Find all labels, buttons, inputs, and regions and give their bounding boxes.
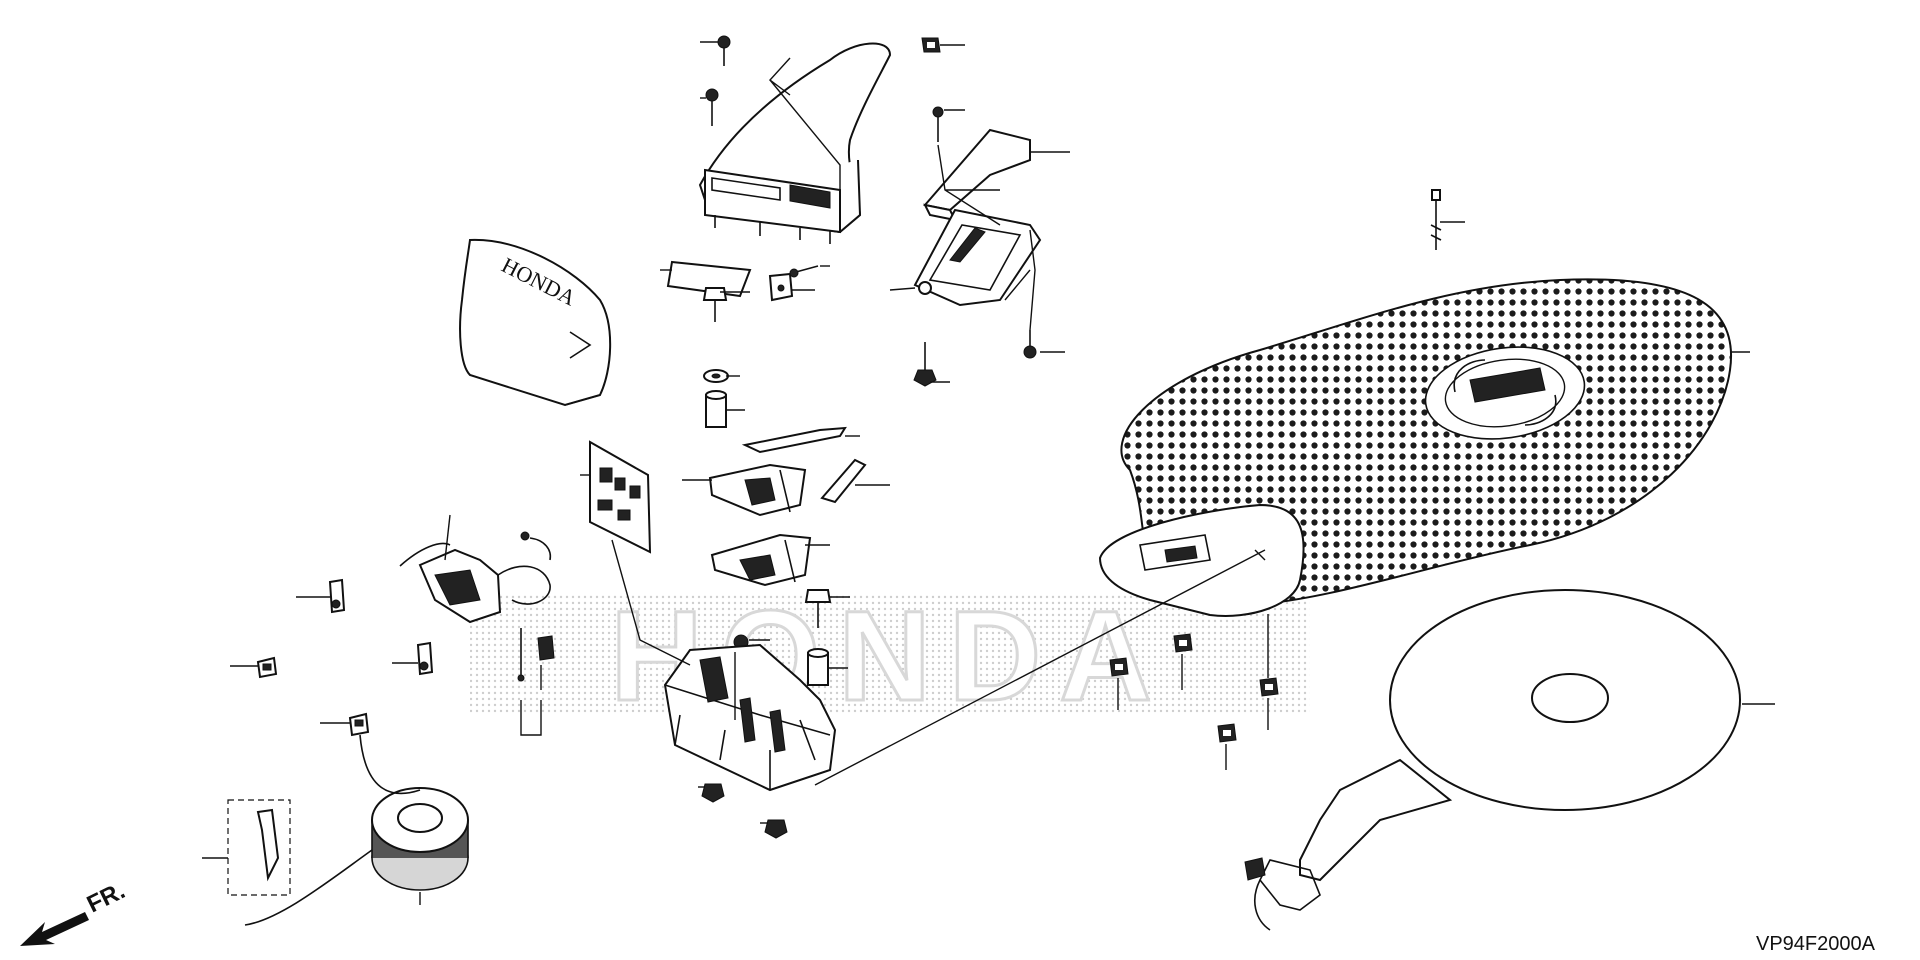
part-20-sheet	[1244, 589, 1741, 931]
front-arrow-icon	[20, 912, 89, 946]
part-15-connector	[537, 635, 555, 661]
part-25-nut-b	[1173, 633, 1193, 653]
leader-lines	[202, 41, 1775, 905]
part-25-nut-top	[921, 37, 941, 53]
part-5-screw	[789, 265, 819, 278]
part-11-clip-a	[328, 578, 346, 614]
part-13-label-plate	[666, 260, 752, 298]
part-19-harness	[399, 531, 552, 624]
part-8-bolt	[1430, 189, 1442, 250]
part-18-pin-b	[820, 458, 867, 504]
part-21-clip-a	[256, 656, 278, 679]
part-24-bolt	[913, 342, 937, 387]
part-23-upper-cover	[698, 42, 892, 244]
part-18-pin-a	[741, 426, 847, 454]
part-28-spacer-upper	[705, 390, 727, 428]
part-25-nut-c	[1259, 677, 1279, 697]
part-31-bolt	[702, 287, 728, 322]
front-label: FR.	[83, 877, 130, 918]
part-12-base-plate	[1098, 278, 1733, 617]
part-10-bracket	[913, 208, 1042, 307]
part-26-nut-a	[701, 783, 725, 803]
part-4-holder	[710, 533, 812, 587]
part-29-screw-lower	[1023, 330, 1037, 359]
part-30-screw-b	[705, 88, 719, 126]
part-6-peg-kit	[227, 799, 291, 896]
part-1-control-box	[663, 643, 837, 792]
front-direction-indicator: FR.	[20, 877, 129, 946]
part-25-nut-d	[1217, 723, 1237, 743]
part-22-bracket-plate	[923, 128, 1031, 222]
part-28-spacer-lower	[807, 648, 829, 686]
part-32-bolt	[804, 589, 832, 628]
diagram-code: VP94F2000A	[1756, 933, 1876, 955]
part-26-nut-b	[764, 819, 788, 839]
part-21-clip-b	[348, 712, 370, 737]
part-17-wire-spool	[244, 734, 469, 926]
part-7-clip	[768, 272, 794, 302]
part-29-screw-upper	[932, 106, 944, 142]
part-14-pcb	[589, 440, 652, 554]
part-27-washer	[703, 369, 729, 383]
part-16-pin	[517, 628, 525, 682]
part-25-nut-a	[1109, 657, 1129, 677]
part-3-holder	[708, 463, 807, 517]
part-2-top-cover: HONDA	[459, 238, 612, 407]
part-11-clip-b	[416, 641, 434, 676]
part-30-screw-a	[717, 35, 731, 66]
